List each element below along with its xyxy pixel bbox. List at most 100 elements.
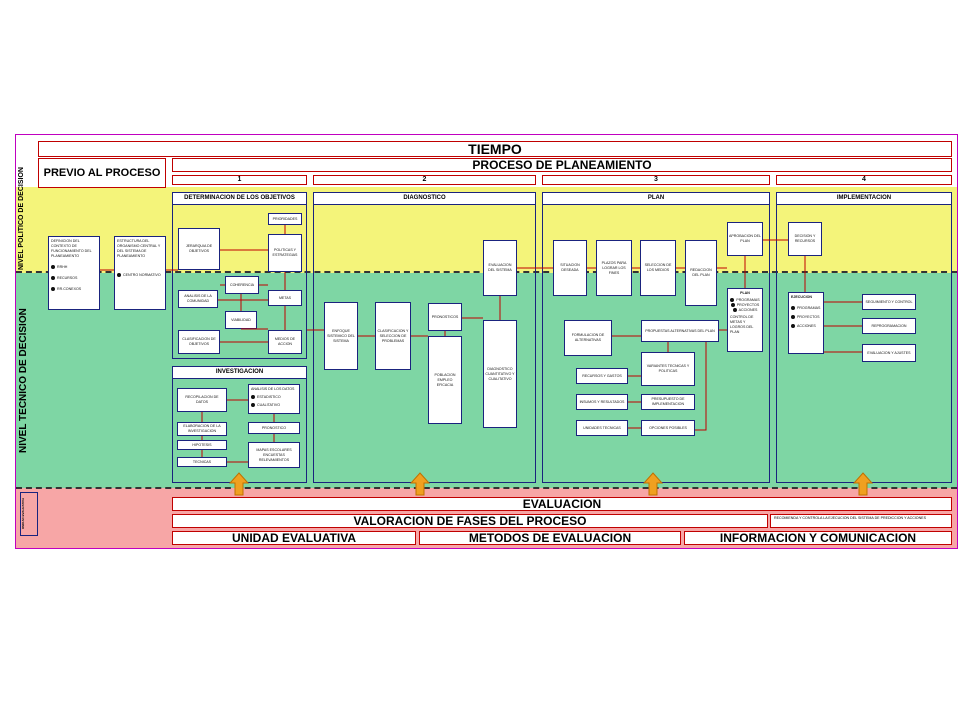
opciones-box: OPCIONES POSIBLES	[641, 420, 695, 436]
seguimiento-box: SEGUIMIENTO Y CONTROL	[862, 294, 916, 310]
recursos-box: RECURSOS Y GASTOS	[576, 368, 628, 384]
implementacion-title: IMPLEMENTACION	[777, 193, 951, 205]
up-arrow-icon	[643, 472, 663, 496]
mapas-box: MAPAS ESCOLARES ENCUESTAS RELEVAMIENTOS	[248, 442, 300, 468]
seleccion-medios-box: SELECCION DE LOS MEDIOS	[640, 240, 676, 296]
exec-programas-item: PROGRAMAS	[791, 306, 820, 311]
pronosticos-box: PRONOSTICOS	[428, 303, 462, 331]
up-arrow-icon	[229, 472, 249, 496]
rrhh-item: RRHH	[51, 265, 67, 270]
tiempo-bar: TIEMPO	[38, 141, 952, 157]
bottom-side-label: UNIDAD EVALUATIVA	[21, 498, 25, 530]
bullet-icon	[791, 315, 795, 320]
decision-box: DECISION Y RECURSOS	[788, 222, 822, 256]
plan-title: PLAN	[543, 193, 769, 205]
coherencia-box: COHERENCIA	[225, 276, 259, 294]
plan-box: PLAN PROGRAMAS PROYECTOS ACCIONES CONTRO…	[727, 288, 763, 352]
bullet-icon	[732, 308, 737, 313]
conexos-item: RR.CONEXOS	[51, 287, 81, 292]
unidades-box: UNIDADES TECNICAS	[576, 420, 628, 436]
definicion-text: DEFINICION DEL CONTEXTO DE FUNCIONAMIENT…	[51, 239, 92, 258]
bullet-icon	[791, 306, 795, 311]
jerarquia-box: JERARQUIA DE OBJETIVOS	[178, 228, 220, 270]
metas-box: METAS	[268, 290, 302, 306]
redaccion-box: REDACCION DEL PLAN	[685, 240, 717, 306]
situacion-deseada-box: SITUACION DESEADA	[553, 240, 587, 296]
objetivos-title: DETERMINACION DE LOS OBJETIVOS	[173, 193, 306, 205]
investigacion-section: INVESTIGACION	[172, 366, 307, 483]
tecnicas-box: TECNICAS	[177, 457, 227, 467]
bullet-icon	[791, 324, 795, 329]
metodos-bar: METODOS DE EVALUACION	[419, 531, 681, 545]
aprobacion-box: APROBACION DEL PLAN	[727, 222, 763, 256]
insumos-box: INSUMOS Y RESULTADOS	[576, 394, 628, 410]
diagnostico-cuali-box: DIAGNOSTICO CUANTITATIVO Y CUALITATIVO	[483, 320, 517, 428]
phase-2: 2	[313, 175, 536, 185]
unidad-evaluativa-bar: UNIDAD EVALUATIVA	[172, 531, 416, 545]
reprogramacion-box: REPROGRAMACION	[862, 318, 916, 334]
definicion-box: DEFINICION DEL CONTEXTO DE FUNCIONAMIENT…	[48, 236, 100, 310]
recursos-item: RECURSOS	[51, 276, 77, 281]
bullet-icon	[730, 298, 735, 303]
proceso-bar: PROCESO DE PLANEAMIENTO	[172, 158, 952, 172]
exec-acciones-item: ACCIONES	[791, 324, 816, 329]
recopilacion-box: RECOPILACION DE DATOS	[177, 388, 227, 412]
prioridades-box: PRIORIDADES	[268, 213, 302, 225]
pronostico-box: PRONOSTICO	[248, 422, 300, 434]
ejecucion-title: EJECUCION	[791, 295, 812, 299]
evaluacion-bar: EVALUACION	[172, 497, 952, 511]
bullet-icon	[51, 276, 55, 281]
phase-1: 1	[172, 175, 307, 185]
level-divider-bottom	[16, 487, 957, 489]
exec-proyectos-item: PROYECTOS	[791, 315, 820, 320]
informacion-bar: INFORMACION Y COMUNICACION	[684, 531, 952, 545]
medios-box: MEDIOS DE ACCION	[268, 330, 302, 354]
previo-bar: PREVIO AL PROCESO	[38, 158, 166, 188]
cualitativo-item: CUALITATIVO	[251, 403, 280, 408]
enfoque-box: ENFOQUE SISTEMICO DEL SISTEMA	[324, 302, 358, 370]
valoracion-bar: VALORACION DE FASES DEL PROCESO	[172, 514, 768, 528]
bullet-icon	[251, 403, 255, 408]
plan-box-title: PLAN	[740, 291, 750, 295]
bullet-icon	[51, 287, 55, 292]
political-level-label: NIVEL POLITICO DE DECISION	[18, 167, 25, 270]
estructura-box: ESTRUCTURA DEL ORGANISMO CENTRAL Y DEL S…	[114, 236, 166, 310]
plan-proyectos-item: PROYECTOS	[730, 303, 759, 308]
alternativas-box: PROPUESTAS ALTERNATIVAS DEL PLAN	[641, 320, 719, 342]
investigacion-title: INVESTIGACION	[173, 367, 306, 379]
diagram-frame	[15, 134, 958, 549]
evaluacion-ajustes-box: EVALUACION Y AJUSTES	[862, 344, 916, 362]
formulacion-box: FORMULACION DE ALTERNATIVAS	[564, 320, 612, 356]
elaboracion-box: ELABORACION DE LA INVESTIGACION	[177, 422, 227, 436]
analisis-datos-text: ANALISIS DE LOS DATOS	[251, 387, 295, 391]
phase-4: 4	[776, 175, 952, 185]
ejecucion-box: EJECUCION PROGRAMAS PROYECTOS ACCIONES	[788, 292, 824, 354]
presupuesto-box: PRESUPUESTO DE IMPLEMENTACION	[641, 394, 695, 410]
analisis-datos-box: ANALISIS DE LOS DATOS ESTADISTICO CUALIT…	[248, 384, 300, 414]
technical-level-label: NIVEL TECNICO DE DECISION	[18, 308, 29, 454]
diagnostico-title: DIAGNOSTICO	[314, 193, 535, 205]
bullet-icon	[51, 265, 55, 270]
viabilidad-box: VIABILIDAD	[225, 311, 257, 329]
evaluacion-sistema-box: EVALUACION DEL SISTEMA	[483, 240, 517, 296]
valoracion-note: RECOMIENDA Y CONTROLA LA EJECUCION DEL S…	[770, 514, 952, 528]
phase-3: 3	[542, 175, 770, 185]
politicas-box: POLITICAS Y ESTRATEGIAS	[268, 234, 302, 272]
up-arrow-icon	[853, 472, 873, 496]
poblacion-box: POBLACION EMPLEO EFICACIA	[428, 336, 462, 424]
plan-acciones-item: ACCIONES	[732, 308, 757, 313]
estructura-text: ESTRUCTURA DEL ORGANISMO CENTRAL Y DEL S…	[117, 239, 161, 258]
estadistico-item: ESTADISTICO	[251, 395, 281, 400]
plazos-box: PLAZOS PARA LOGRAR LOS FINES	[596, 240, 632, 296]
analisis-box: ANALISIS DE LA COMUNIDAD	[178, 290, 218, 308]
clasificacion-prob-box: CLASIFICACION Y SELECCION DE PROBLEMAS	[375, 302, 411, 370]
centro-item: CENTRO NORMATIVO	[117, 273, 161, 278]
clasificacion-obj-box: CLASIFICACION DE OBJETIVOS	[178, 330, 220, 354]
hipotesis-box: HIPOTESIS	[177, 440, 227, 450]
objetivos-section: DETERMINACION DE LOS OBJETIVOS	[172, 192, 307, 359]
up-arrow-icon	[410, 472, 430, 496]
bottom-side-box: UNIDAD EVALUATIVA	[20, 492, 38, 536]
plan-section: PLAN	[542, 192, 770, 483]
bullet-icon	[117, 273, 121, 278]
control-metas-text: CONTROL DE METAS Y LOGROS DEL PLAN	[730, 315, 754, 334]
